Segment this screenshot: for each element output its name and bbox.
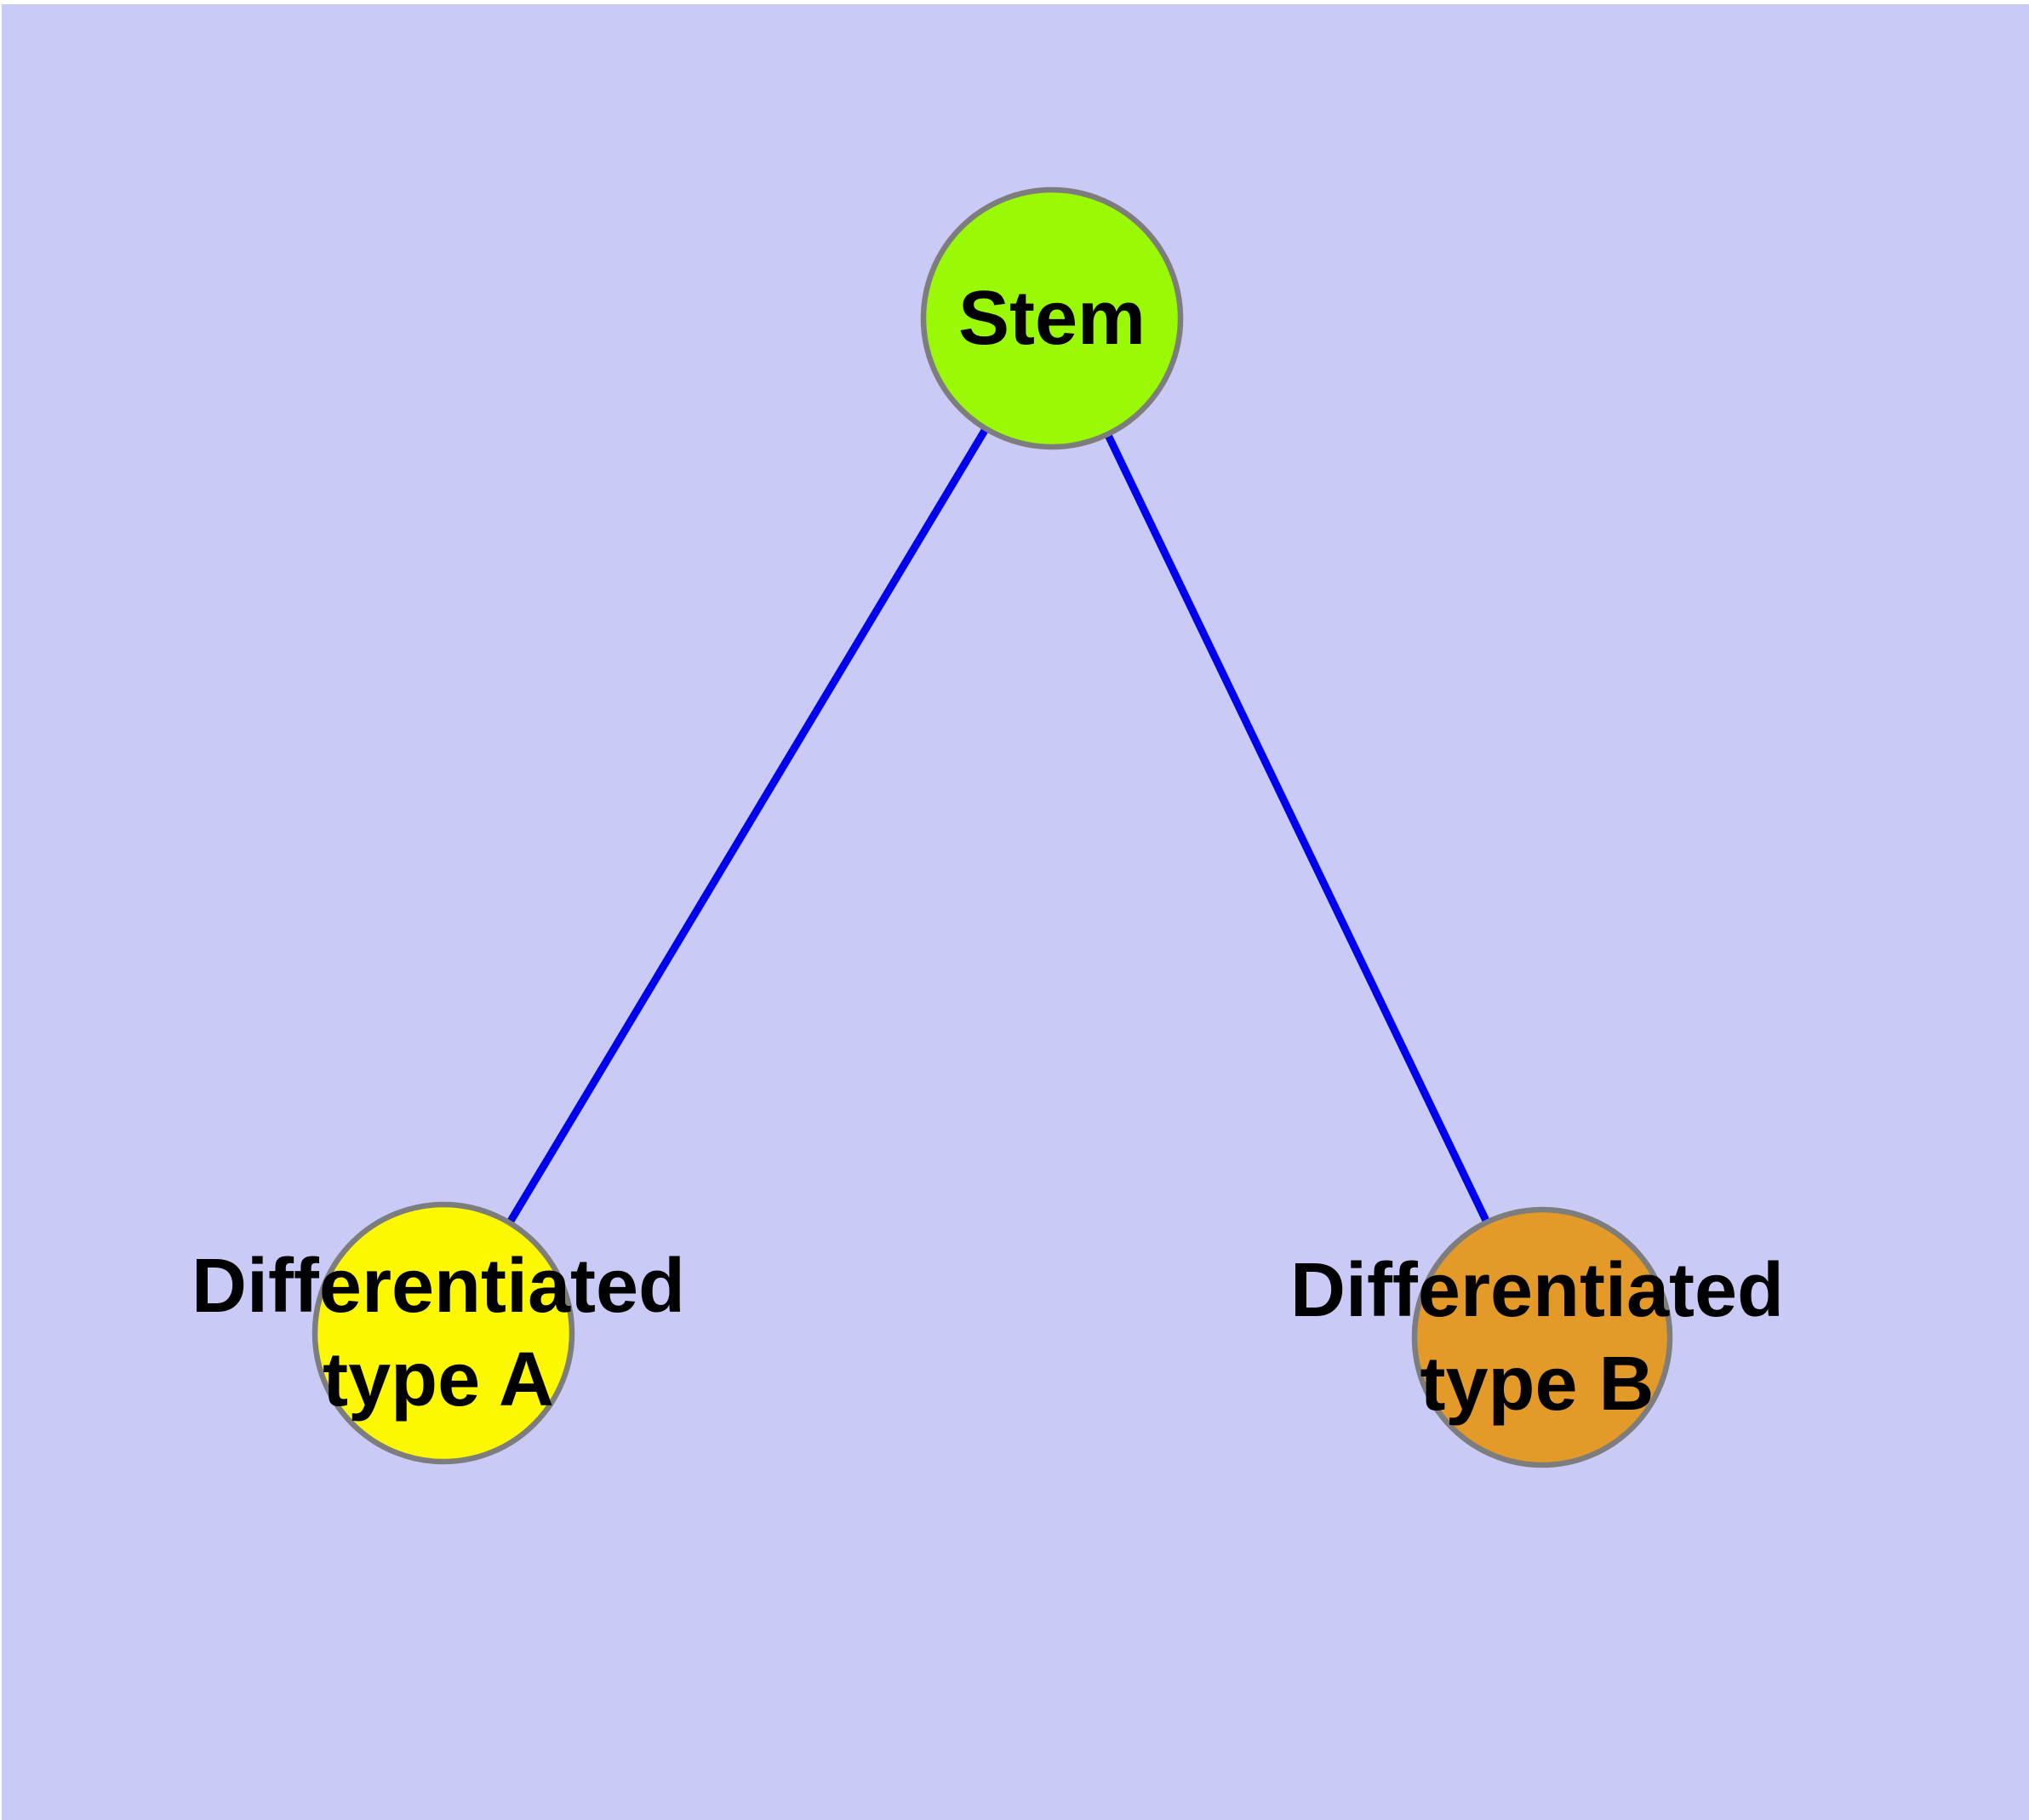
node-type-b-label-line2: type B bbox=[1420, 1342, 1654, 1427]
edge-stem-to-type-b bbox=[1048, 317, 1546, 1339]
node-differentiated-type-b bbox=[1411, 1206, 1673, 1468]
node-type-b-label-line1: Differentiated bbox=[1290, 1248, 1784, 1333]
edge-stem-to-type-a bbox=[440, 316, 1055, 1336]
node-stem-label: Stem bbox=[958, 276, 1146, 361]
node-type-a-label-line2: type A bbox=[323, 1337, 554, 1422]
node-differentiated-type-a bbox=[311, 1201, 575, 1465]
node-stem bbox=[920, 186, 1184, 450]
node-type-a-label-line1: Differentiated bbox=[191, 1244, 685, 1329]
